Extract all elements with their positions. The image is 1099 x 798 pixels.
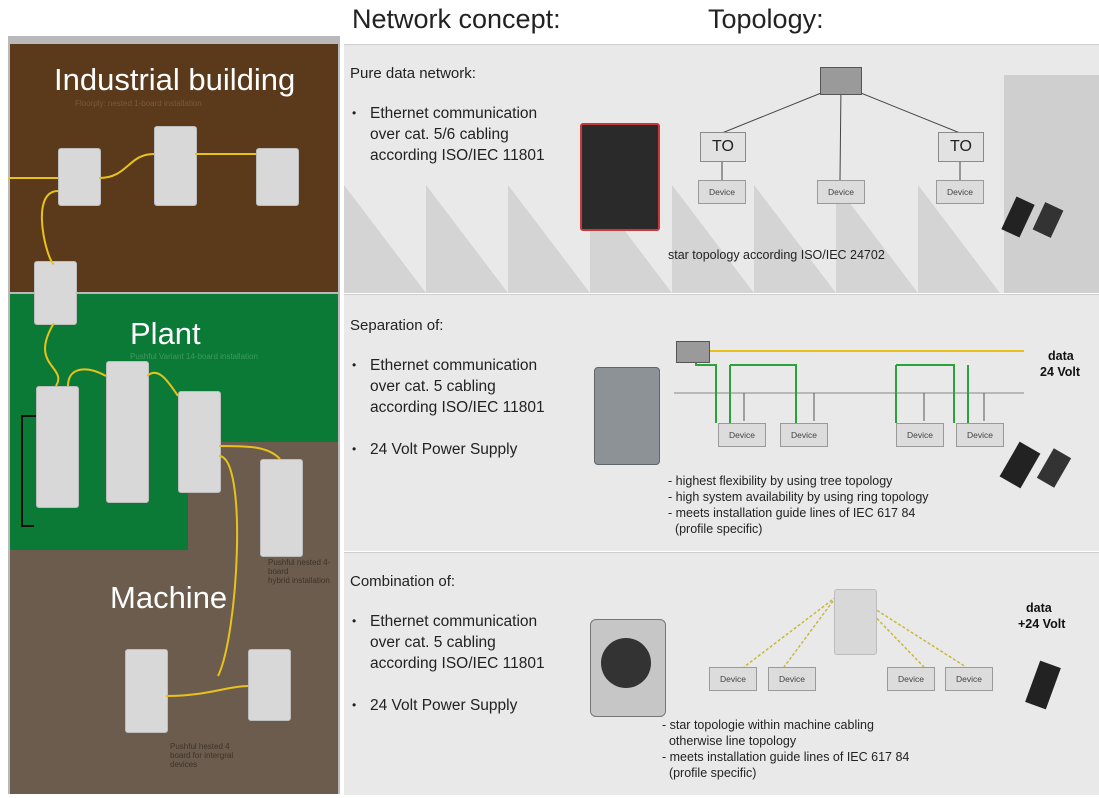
combination-panel: Combination of: Ethernet communication o… [344, 552, 1099, 795]
wall-outlet-image [590, 619, 666, 717]
outlet-strip-8 [260, 459, 303, 557]
to-box-right: TO [938, 132, 984, 162]
separation-bullet-power: 24 Volt Power Supply [352, 439, 517, 460]
sawtooth-background [344, 75, 1099, 293]
separation-title: Separation of: [350, 317, 444, 334]
device-box: Device [817, 180, 865, 204]
pure-data-title: Pure data network: [350, 65, 476, 82]
separation-volt-label: 24 Volt [1040, 365, 1081, 379]
separation-bullet-line3: according ISO/IEC 11801 [370, 399, 545, 416]
combination-note-4: (profile specific) [662, 766, 757, 780]
separation-panel: Separation of: Ethernet communication ov… [344, 294, 1099, 551]
separation-note-3: - meets installation guide lines of IEC … [668, 506, 916, 520]
combination-data-label: data [1026, 601, 1052, 615]
machine-subtitle-line3: Pushful hested 4 [170, 742, 230, 751]
industrial-building-subtitle: Floorply: nested 1-board installation [75, 99, 202, 108]
separation-data-label: data [1048, 349, 1074, 363]
combination-bullet-line1: Ethernet communication [370, 613, 538, 630]
machine-subtitle: Pushful nested 4-board hybrid installati… [268, 558, 338, 585]
combination-note-3: - meets installation guide lines of IEC … [662, 750, 910, 764]
separation-bullet-ethernet: Ethernet communication over cat. 5 cabli… [352, 355, 545, 418]
machine-subtitle-line1: Pushful nested 4-board [268, 558, 331, 576]
combination-title: Combination of: [350, 573, 456, 590]
outlet-strip-2 [154, 126, 197, 206]
separation-note-1: - highest flexibility by using tree topo… [668, 474, 893, 488]
star-topology-lines [721, 84, 961, 181]
pure-data-bullet-line2: over cat. 5/6 cabling [370, 126, 509, 143]
outlet-strip-7 [178, 391, 221, 493]
network-concept-header: Network concept: [352, 4, 561, 34]
outlet-strip-1 [58, 148, 101, 206]
device-box: Device [945, 667, 993, 691]
outlet-strip [834, 589, 877, 655]
plant-subtitle: Pushful Variant 14-board installation [130, 352, 258, 361]
combination-bullet-line2: over cat. 5 cabling [370, 634, 496, 651]
outlet-strip-3 [256, 148, 299, 206]
machine-subtitle-line5: devices [170, 760, 198, 769]
separation-bullet-line1: Ethernet communication [370, 357, 538, 374]
combination-bullet-power: 24 Volt Power Supply [352, 695, 517, 716]
combination-bullet-line3: according ISO/IEC 11801 [370, 655, 545, 672]
combination-connector-image [1020, 655, 1070, 719]
combination-note-2: otherwise line topology [662, 734, 797, 748]
machine-subtitle-bottom: Pushful hested 4 board for intergral dev… [170, 742, 260, 769]
device-box: Device [936, 180, 984, 204]
machine-subtitle-line2: hybrid installation [268, 576, 330, 585]
pure-data-bullet: Ethernet communication over cat. 5/6 cab… [352, 103, 545, 166]
combination-note-1: - star topologie within machine cabling [662, 718, 874, 732]
outlet-strip-10 [248, 649, 291, 721]
outlet-strip-6 [106, 361, 149, 503]
installation-column: Industrial building Floorply: nested 1-b… [8, 36, 340, 794]
hybrid-connector-image [999, 435, 1084, 493]
combination-star-lines [743, 596, 967, 668]
device-box: Device [768, 667, 816, 691]
separation-bullet-line2: over cat. 5 cabling [370, 378, 496, 395]
device-box: Device [887, 667, 935, 691]
outlet-strip-4 [34, 261, 77, 325]
ethernet-switch-image [580, 123, 660, 231]
topology-header: Topology: [708, 4, 824, 34]
switch-icon [820, 67, 862, 95]
device-box: Device [956, 423, 1004, 447]
device-box: Device [698, 180, 746, 204]
separation-note-2: - high system availability by using ring… [668, 490, 929, 504]
device-box: Device [896, 423, 944, 447]
device-box: Device [718, 423, 766, 447]
machine-subtitle-line4: board for intergral [170, 751, 234, 760]
tree-topology-lines [674, 350, 1024, 423]
plant-title: Plant [130, 316, 201, 351]
combination-bullet-ethernet: Ethernet communication over cat. 5 cabli… [352, 611, 545, 674]
pure-data-bullet-line3: according ISO/IEC 11801 [370, 147, 545, 164]
pure-data-panel: Pure data network: Ethernet communicatio… [344, 44, 1099, 293]
device-box: Device [709, 667, 757, 691]
pure-data-bullet-line1: Ethernet communication [370, 105, 538, 122]
combination-notes: - star topologie within machine cabling … [662, 717, 909, 781]
separation-notes: - highest flexibility by using tree topo… [668, 473, 929, 537]
star-topology-caption: star topology according ISO/IEC 24702 [668, 248, 885, 262]
industrial-building-title: Industrial building [54, 62, 296, 97]
device-box: Device [780, 423, 828, 447]
switch-icon [676, 341, 710, 363]
outlet-strip-5 [36, 386, 79, 508]
distribution-box-image [594, 367, 660, 465]
machine-title: Machine [110, 580, 228, 615]
to-box-left: TO [700, 132, 746, 162]
yellow-cable-lines [8, 153, 281, 697]
separation-note-4: (profile specific) [668, 522, 763, 536]
outlet-strip-9 [125, 649, 168, 733]
combination-volt-label: +24 Volt [1018, 617, 1066, 631]
rj45-connector-image [1001, 185, 1084, 243]
